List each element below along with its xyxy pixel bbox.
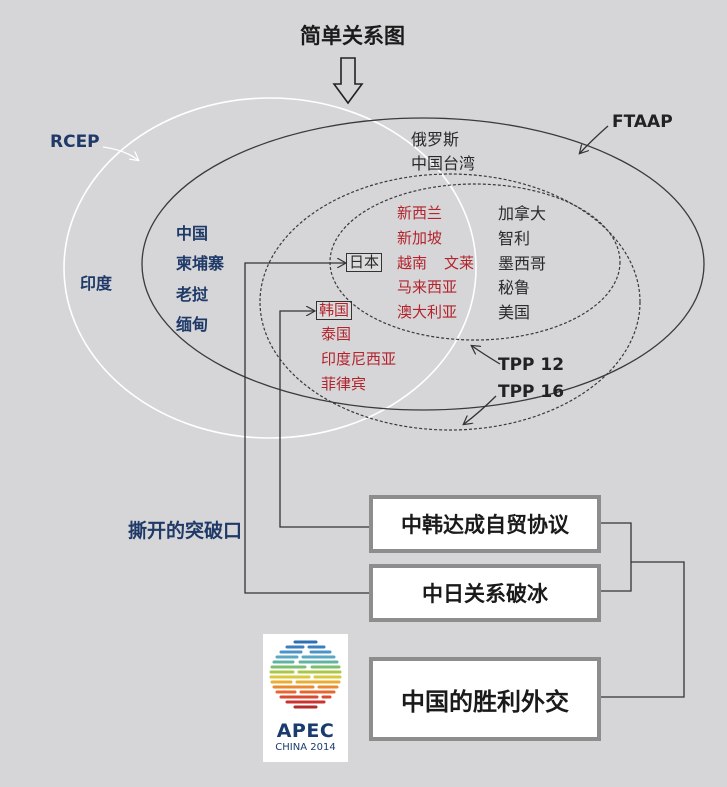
connector-thaw-japan	[244, 263, 370, 594]
connector-fta-bracket	[600, 522, 632, 592]
country-philippines: 菲律宾	[321, 375, 367, 393]
country-singapore: 新加坡	[397, 229, 443, 247]
country-new-zealand: 新西兰	[397, 204, 443, 222]
thaw-box: 中日关系破冰	[369, 564, 601, 622]
country-russia: 俄罗斯	[411, 130, 460, 149]
country-thailand: 泰国	[321, 325, 352, 343]
country-china: 中国	[176, 224, 209, 243]
thaw-box-label: 中日关系破冰	[422, 582, 548, 606]
victory-box-label: 中国的胜利外交	[401, 687, 569, 716]
country-vietnam: 越南	[397, 254, 428, 272]
country-brunei: 文莱	[444, 254, 475, 272]
fta-box-label: 中韩达成自贸协议	[401, 513, 569, 537]
country-indonesia: 印度尼西亚	[321, 350, 397, 368]
rcep-circle	[63, 97, 477, 439]
tpp12-ellipse	[329, 183, 621, 341]
rcep-label: RCEP	[50, 132, 100, 152]
victory-box: 中国的胜利外交	[369, 657, 601, 741]
tpp12-pointer	[472, 346, 501, 365]
fta-box: 中韩达成自贸协议	[369, 495, 601, 553]
apec-emblem	[269, 640, 342, 709]
country-usa: 美国	[498, 303, 531, 322]
country-india: 印度	[80, 274, 113, 293]
country-japan: 日本	[346, 253, 383, 272]
country-malaysia: 马来西亚	[397, 278, 458, 296]
tpp16-label: TPP 16	[498, 382, 565, 402]
country-korea: 韩国	[316, 301, 353, 320]
ftaap-label: FTAAP	[612, 112, 673, 132]
diagram-title: 简单关系图	[300, 24, 405, 48]
country-cambodia: 柬埔寨	[176, 254, 225, 273]
ftaap-pointer	[580, 125, 609, 153]
connector-victory	[601, 561, 685, 698]
tpp16-ellipse	[259, 173, 641, 431]
ftaap-ellipse	[141, 117, 705, 411]
apec-logo-text: APEC	[276, 720, 335, 742]
apec-logo-subtext: CHINA 2014	[275, 742, 336, 753]
connector-fta-korea	[279, 311, 370, 528]
tpp12-label: TPP 12	[498, 355, 565, 375]
country-canada: 加拿大	[498, 204, 547, 223]
tpp16-pointer	[464, 395, 497, 424]
country-myanmar: 缅甸	[176, 315, 209, 334]
rcep-pointer	[102, 146, 138, 160]
title-down-arrow	[332, 57, 364, 105]
country-laos: 老挝	[176, 285, 209, 304]
country-peru: 秘鲁	[498, 278, 531, 297]
apec-logo: APEC CHINA 2014	[263, 634, 348, 762]
country-australia: 澳大利亚	[397, 303, 458, 321]
breakthrough-label: 撕开的突破口	[128, 520, 243, 542]
country-mexico: 墨西哥	[498, 254, 547, 273]
country-chile: 智利	[498, 229, 531, 248]
country-taiwan: 中国台湾	[411, 154, 476, 173]
